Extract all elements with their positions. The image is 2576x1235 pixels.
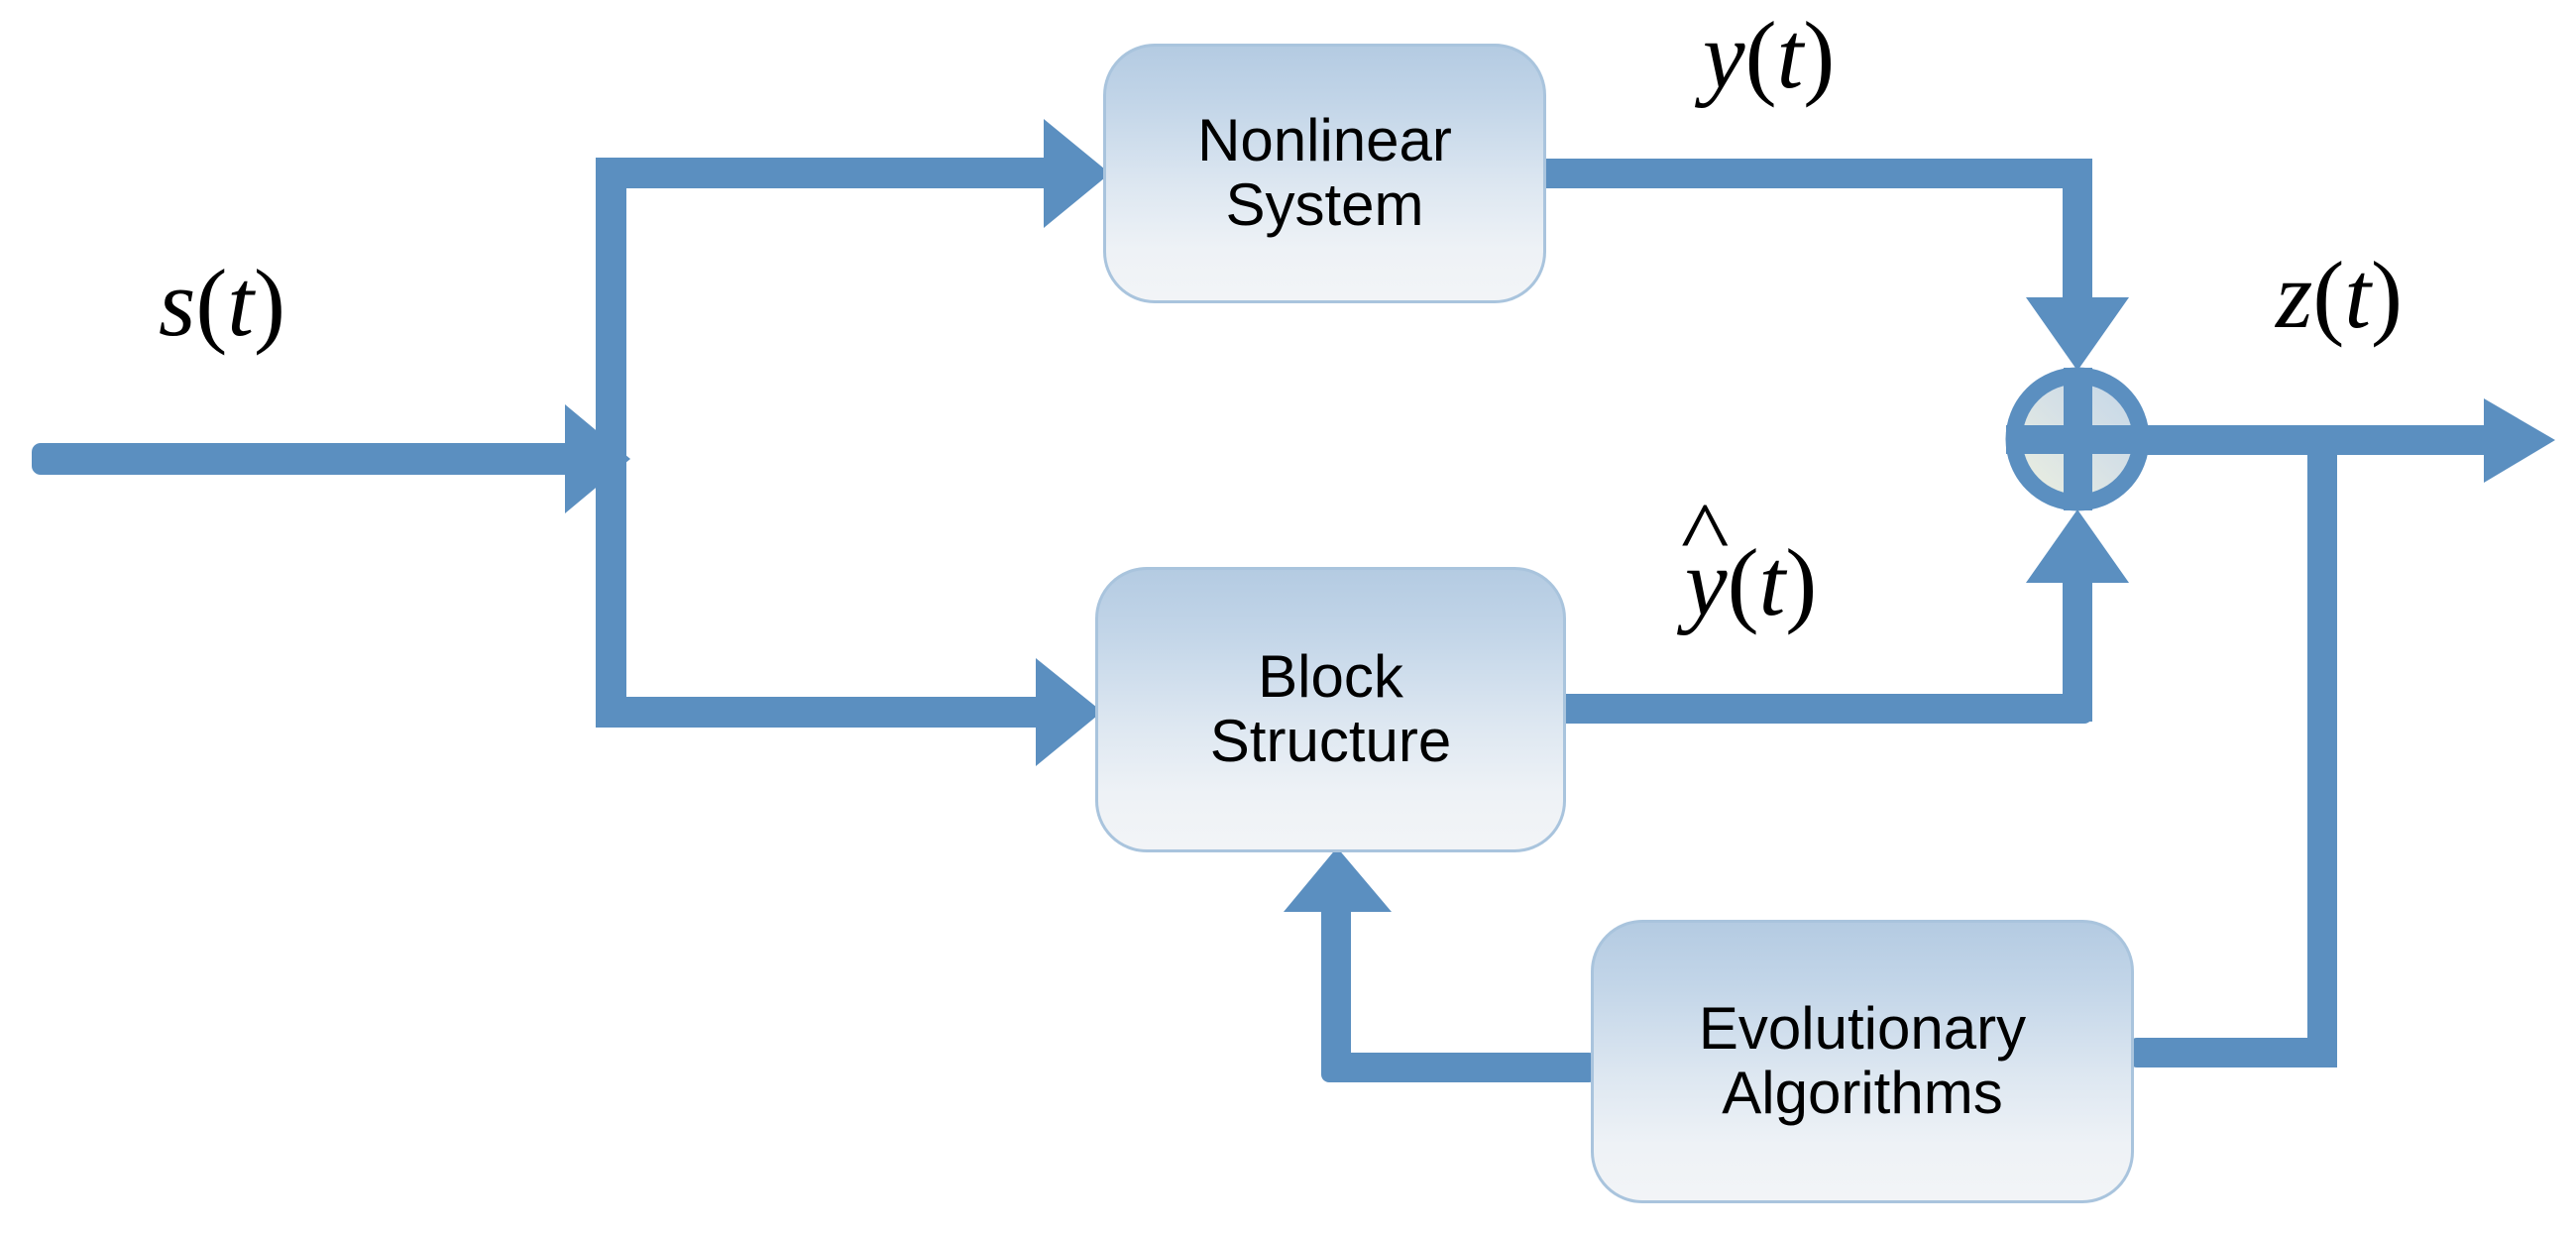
node-nonlinear-system[interactable]: Nonlinear System	[1103, 44, 1546, 303]
wire-nonlinear-output-drop	[2063, 159, 2092, 307]
signal-model-output-base: y	[1685, 535, 1728, 630]
wire-block-output-arrowhead	[2026, 509, 2129, 583]
wire-branch-lower-arrowhead	[1036, 658, 1102, 766]
wire-feedback-to-evolutionary	[2129, 1038, 2337, 1067]
node-block-structure-label: Block Structure	[1209, 643, 1452, 774]
signal-label-error-output: z(t)	[2276, 242, 2403, 348]
node-evolutionary-algorithms-label: Evolutionary Algorithms	[1698, 995, 2027, 1126]
signal-label-model-output: y(t)	[1685, 535, 1817, 630]
wire-nonlinear-output-shaft	[1538, 159, 2092, 188]
wire-input-shaft	[32, 443, 587, 475]
wire-block-output-shaft	[1558, 694, 2092, 724]
wire-evolutionary-output-rise	[1321, 910, 1351, 1068]
signal-input-base: s	[159, 250, 196, 356]
node-block-structure[interactable]: Block Structure	[1095, 567, 1566, 852]
summing-junction-cross-horizontal	[2006, 425, 2149, 454]
wire-evolutionary-output-arrowhead	[1284, 847, 1392, 912]
node-nonlinear-system-label: Nonlinear System	[1197, 107, 1452, 238]
wire-nonlinear-output-arrowhead	[2026, 297, 2129, 371]
wire-branch-upper-shaft	[610, 158, 1065, 188]
signal-system-output-base: y	[1703, 2, 1745, 108]
wire-evolutionary-output-shaft	[1321, 1053, 1597, 1082]
signal-error-output-base: z	[2276, 242, 2313, 348]
wire-branch-lower-shaft	[610, 697, 1058, 728]
signal-label-system-output: y(t)	[1703, 2, 1836, 108]
wire-block-output-rise	[2063, 573, 2092, 722]
wire-branch-trunk	[596, 158, 626, 728]
wire-branch-upper-arrowhead	[1044, 119, 1110, 228]
wire-feedback-drop	[2307, 425, 2337, 1067]
node-evolutionary-algorithms[interactable]: Evolutionary Algorithms	[1591, 920, 2134, 1203]
signal-label-input: s(t)	[159, 250, 285, 356]
wire-output-arrowhead	[2484, 398, 2555, 483]
